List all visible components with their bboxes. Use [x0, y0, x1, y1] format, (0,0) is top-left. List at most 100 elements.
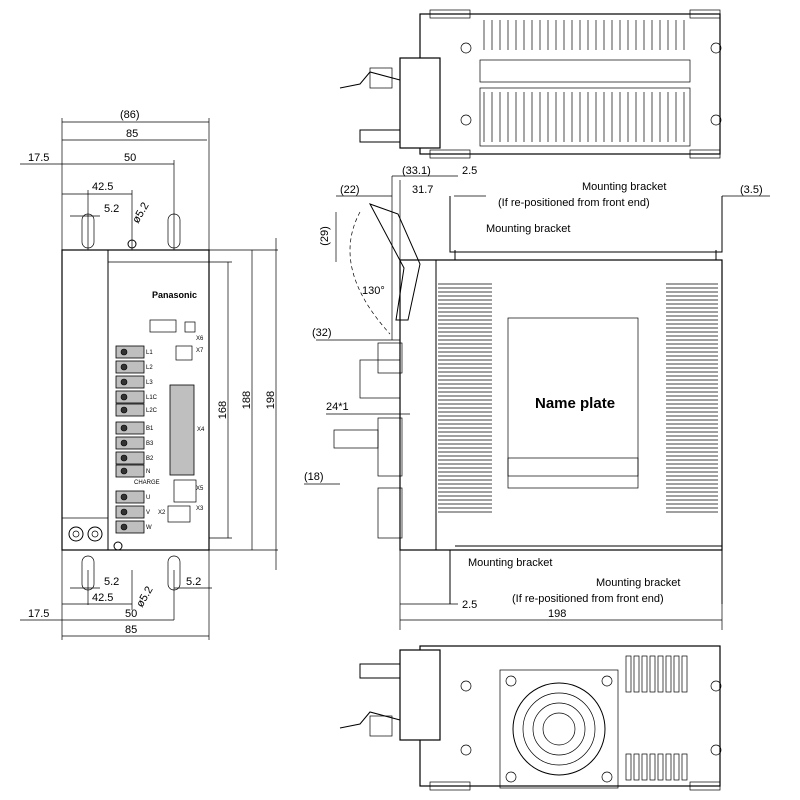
- connector-x7: X7: [196, 348, 204, 354]
- terminal-label: L1C: [146, 395, 158, 401]
- vent-slot: [657, 655, 664, 693]
- bracket-upper-rear-label: Mounting bracket: [582, 181, 666, 193]
- vent-slot: [633, 655, 640, 693]
- dim-height-168: 168: [217, 401, 229, 419]
- terminal-block: [115, 451, 145, 465]
- dim-width-86: (86): [120, 109, 140, 121]
- dim-width-5-2: 5.2: [104, 203, 119, 215]
- vent-slot: [681, 753, 688, 781]
- dim-width-85: 85: [126, 128, 138, 140]
- terminal-screw: [120, 454, 128, 462]
- dim-bottom-42-5: 42.5: [92, 592, 113, 604]
- terminal-label: B2: [146, 456, 154, 462]
- terminal-block: [115, 520, 145, 534]
- charge-label: CHARGE: [134, 480, 160, 486]
- terminal-label: L3: [146, 380, 153, 386]
- name-plate-label: Name plate: [535, 395, 615, 412]
- terminal-block: [115, 375, 145, 389]
- dim-18: (18): [304, 471, 324, 483]
- dim-bottom-17-5: 17.5: [28, 608, 49, 620]
- terminal-block: [115, 421, 145, 435]
- vent-slot: [625, 753, 632, 781]
- dim-length-198: 198: [548, 608, 566, 620]
- dim-22: (22): [340, 184, 360, 196]
- terminal-screw: [120, 467, 128, 475]
- bracket-lower-rear-label: Mounting bracket: [596, 577, 680, 589]
- terminal-screw: [120, 348, 128, 356]
- terminal-label: W: [146, 525, 152, 531]
- terminal-block: [115, 464, 145, 478]
- bottom-view: [339, 645, 722, 791]
- top-hole-diameter: ø5.2: [130, 200, 151, 225]
- bracket-lower-rear-note: (If re-positioned from front end): [512, 593, 664, 605]
- terminal-block: [115, 403, 145, 417]
- dim-bottom-5-2-left: 5.2: [104, 576, 119, 588]
- dim-31-7: 31.7: [412, 184, 433, 196]
- connector-x4: X4: [197, 427, 205, 433]
- terminal-label: V: [146, 510, 150, 516]
- terminal-label: B3: [146, 441, 154, 447]
- bracket-upper-front-label: Mounting bracket: [486, 223, 570, 235]
- bracket-upper-rear-note: (If re-positioned from front end): [498, 197, 650, 209]
- dim-width-50: 50: [124, 152, 136, 164]
- terminal-screw: [120, 439, 128, 447]
- front-view: (86) 85 50 42.5 5.2 17.5 ø5.2 Panasonic …: [20, 109, 278, 640]
- vent-slot: [625, 655, 632, 693]
- terminal-block: [115, 345, 145, 359]
- vent-slot: [657, 753, 664, 781]
- terminal-label: B1: [146, 426, 154, 432]
- terminal-label: N: [146, 469, 150, 475]
- terminal-screw: [120, 493, 128, 501]
- top-view: [339, 9, 722, 159]
- dim-bottom-2-5: 2.5: [462, 599, 477, 611]
- terminal-label: L2: [146, 365, 153, 371]
- dim-height-188: 188: [241, 391, 253, 409]
- terminal-screw: [120, 508, 128, 516]
- terminal-screw: [120, 523, 128, 531]
- dim-angle-130: 130°: [362, 285, 385, 297]
- vent-slot: [641, 753, 648, 781]
- terminal-screw: [120, 363, 128, 371]
- dim-width-42-5: 42.5: [92, 181, 113, 193]
- connector-x5: X5: [196, 486, 204, 492]
- vent-slot: [665, 753, 672, 781]
- terminal-screw: [120, 378, 128, 386]
- dim-top-2-5: 2.5: [462, 165, 477, 177]
- connector-x3: X3: [196, 506, 204, 512]
- dim-bottom-85: 85: [125, 624, 137, 636]
- bottom-view-vents: [625, 655, 688, 781]
- connector-x2: X2: [158, 510, 166, 516]
- vent-slot: [681, 655, 688, 693]
- terminal-block: [115, 360, 145, 374]
- dim-width-17-5: 17.5: [28, 152, 49, 164]
- terminal-screw: [120, 393, 128, 401]
- dim-height-198: 198: [265, 391, 277, 409]
- side-view-vents: [438, 283, 718, 513]
- dim-24: 24*1: [326, 401, 349, 413]
- terminal-block: [115, 436, 145, 450]
- terminal-label: U: [146, 495, 150, 501]
- terminal-block: [115, 505, 145, 519]
- dim-3-5: (3.5): [740, 184, 763, 196]
- brand-logo: Panasonic: [152, 290, 197, 300]
- terminal-screw: [120, 406, 128, 414]
- vent-slot: [649, 753, 656, 781]
- vent-slot: [649, 655, 656, 693]
- terminal-screw: [120, 424, 128, 432]
- dim-29: (29): [319, 226, 331, 246]
- dim-bottom-50: 50: [125, 608, 137, 620]
- vent-slot: [633, 753, 640, 781]
- top-view-vents: [483, 20, 685, 142]
- connector-x6: X6: [196, 336, 204, 342]
- bracket-lower-front-label: Mounting bracket: [468, 557, 552, 569]
- dim-32: (32): [312, 327, 332, 339]
- dim-bottom-5-2-right: 5.2: [186, 576, 201, 588]
- bottom-hole-diameter: ø5.2: [134, 584, 155, 609]
- terminal-block: [115, 390, 145, 404]
- dim-33-1: (33.1): [402, 165, 431, 177]
- vent-slot: [673, 753, 680, 781]
- terminal-block: [115, 490, 145, 504]
- terminal-label: L2C: [146, 408, 158, 414]
